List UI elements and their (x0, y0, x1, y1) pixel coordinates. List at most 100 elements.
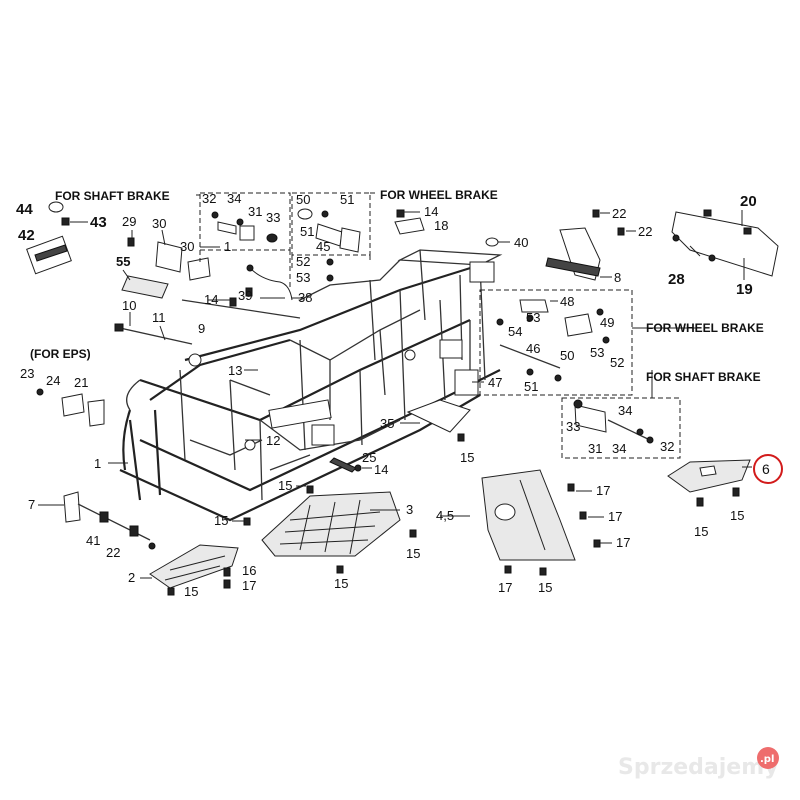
bracket-42-group (26, 201, 88, 275)
callout-48: 48 (560, 294, 574, 309)
callout-54: 54 (508, 324, 522, 339)
wheel-brake-right-box (454, 289, 633, 396)
parts-14-18-40 (394, 209, 499, 247)
callout-34-top: 34 (227, 191, 241, 206)
callout-50-right: 50 (560, 348, 574, 363)
callout-1-top: 1 (224, 239, 231, 254)
callout-8: 8 (614, 270, 621, 285)
plate-6 (667, 459, 751, 507)
main-frame (119, 249, 503, 522)
watermark-badge (757, 747, 779, 769)
callout-17-c: 17 (616, 535, 630, 550)
callout-30-second: 30 (180, 239, 194, 254)
plate-19-20-28 (671, 209, 779, 277)
heading-shaft-brake-right: FOR SHAFT BRAKE (646, 370, 761, 384)
callout-49: 49 (600, 315, 614, 330)
callout-30: 30 (152, 216, 166, 231)
callout-15-e: 15 (184, 584, 198, 599)
callout-14-lower: 14 (374, 462, 388, 477)
callout-19: 19 (736, 281, 753, 298)
callout-24: 24 (46, 373, 60, 388)
wheel-brake-top-box (291, 192, 371, 282)
callout-15-c: 15 (406, 546, 420, 561)
callout-17-b: 17 (608, 509, 622, 524)
callout-17-e: 17 (242, 578, 256, 593)
callout-51-top: 51 (340, 192, 354, 207)
callout-21: 21 (74, 375, 88, 390)
callout-44: 44 (16, 201, 33, 218)
callout-1-main: 1 (94, 456, 101, 471)
callout-32-right: 32 (660, 439, 674, 454)
callout-32-top: 32 (202, 191, 216, 206)
callout-14-mid: 14 (424, 204, 438, 219)
callout-15-plate6-b: 15 (730, 508, 744, 523)
callout-15-b: 15 (214, 513, 228, 528)
callout-50-top: 50 (296, 192, 310, 207)
callout-51-mid: 51 (300, 224, 314, 239)
callout-15-plate6-a: 15 (694, 524, 708, 539)
callout-34-right-b: 34 (612, 441, 626, 456)
callout-40: 40 (514, 235, 528, 250)
callout-35: 35 (380, 416, 394, 431)
callout-22-a: 22 (612, 206, 626, 221)
bracket-8-22 (545, 209, 625, 281)
callout-55: 55 (116, 254, 130, 269)
watermark: Sprzedajemy .pl (618, 747, 779, 780)
rod-9-10-11 (114, 297, 301, 345)
callout-52-right: 52 (610, 355, 624, 370)
callout-14-left: 14 (204, 292, 218, 307)
callout-31-right: 31 (588, 441, 602, 456)
callout-42: 42 (18, 227, 35, 244)
callout-43: 43 (90, 214, 107, 231)
plate-35 (406, 399, 471, 442)
callout-17-d: 17 (498, 580, 512, 595)
callout-13: 13 (228, 363, 242, 378)
cable-38-39 (245, 264, 305, 301)
callout-12: 12 (266, 433, 280, 448)
callout-41: 41 (86, 533, 100, 548)
callout-4-5: 4,5 (436, 508, 454, 523)
callout-23: 23 (20, 366, 34, 381)
callout-20: 20 (740, 193, 757, 210)
callout-2: 2 (128, 570, 135, 585)
callout-46: 46 (526, 341, 540, 356)
callout-51-right: 51 (524, 379, 538, 394)
callout-numbers: 44 43 42 29 30 55 30 1 10 11 14 39 9 38 … (16, 191, 783, 599)
callout-10: 10 (122, 298, 136, 313)
shaft-brake-right-box (561, 397, 681, 459)
heading-wheel-brake-right: FOR WHEEL BRAKE (646, 321, 764, 335)
callout-29: 29 (122, 214, 136, 229)
callout-7: 7 (28, 497, 35, 512)
watermark-text: Sprzedajemy (618, 755, 779, 780)
callout-28: 28 (668, 271, 685, 288)
skid-plate-2 (149, 544, 239, 596)
callout-18: 18 (434, 218, 448, 233)
part-7-41-22 (63, 491, 156, 550)
callout-9: 9 (198, 321, 205, 336)
callout-15-d: 15 (334, 576, 348, 591)
callout-15-guard: 15 (538, 580, 552, 595)
callout-47: 47 (488, 375, 502, 390)
callout-25: 25 (362, 450, 376, 465)
callout-22-b: 22 (638, 224, 652, 239)
callout-6: 6 (762, 461, 770, 477)
callout-38: 38 (298, 290, 312, 305)
highlight-circle-6 (753, 454, 783, 484)
part-25 (329, 457, 362, 473)
watermark-badge-text: .pl (760, 754, 774, 765)
callout-45: 45 (316, 239, 330, 254)
callout-39: 39 (238, 288, 252, 303)
callout-33-right: 33 (566, 419, 580, 434)
parts-29-30-55 (121, 229, 211, 299)
callout-22-lower: 22 (106, 545, 120, 560)
guard-4-5 (481, 469, 601, 576)
heading-wheel-brake-top: FOR WHEEL BRAKE (380, 188, 498, 202)
callout-52-top: 52 (296, 254, 310, 269)
callout-16: 16 (242, 563, 256, 578)
callout-53-right: 53 (526, 310, 540, 325)
callout-11: 11 (152, 310, 166, 325)
leader-lines (38, 192, 752, 579)
callout-33-top: 33 (266, 210, 280, 225)
callout-34-right-a: 34 (618, 403, 632, 418)
